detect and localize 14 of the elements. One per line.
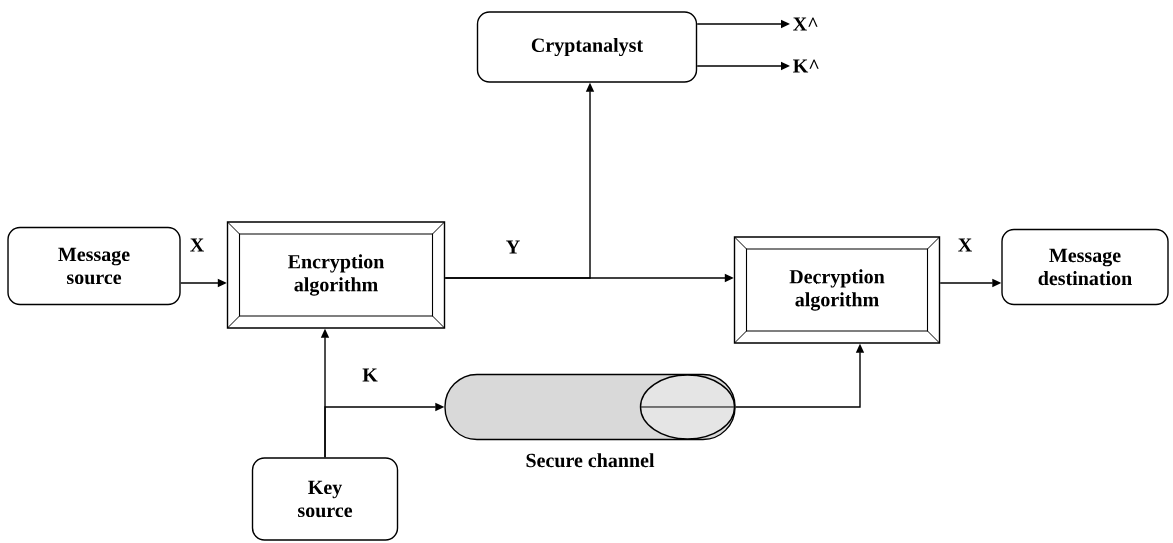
output-label: X^ — [793, 17, 818, 31]
edge-label: X — [956, 237, 974, 253]
edge-label: K — [361, 367, 379, 383]
output-label: K^ — [793, 59, 819, 73]
process-box: Message destination — [1001, 228, 1169, 306]
channel-cylinder — [444, 373, 736, 441]
edge-label: Y — [504, 239, 522, 255]
algorithm-box: Decryption algorithm — [733, 236, 941, 344]
process-box: Cryptanalyst — [476, 11, 698, 83]
edge-label: X — [188, 237, 206, 253]
algorithm-box: Encryption algorithm — [226, 221, 446, 329]
process-box: Key source — [251, 457, 399, 541]
node-label: Secure channel — [526, 453, 655, 468]
process-box: Message source — [7, 226, 181, 306]
